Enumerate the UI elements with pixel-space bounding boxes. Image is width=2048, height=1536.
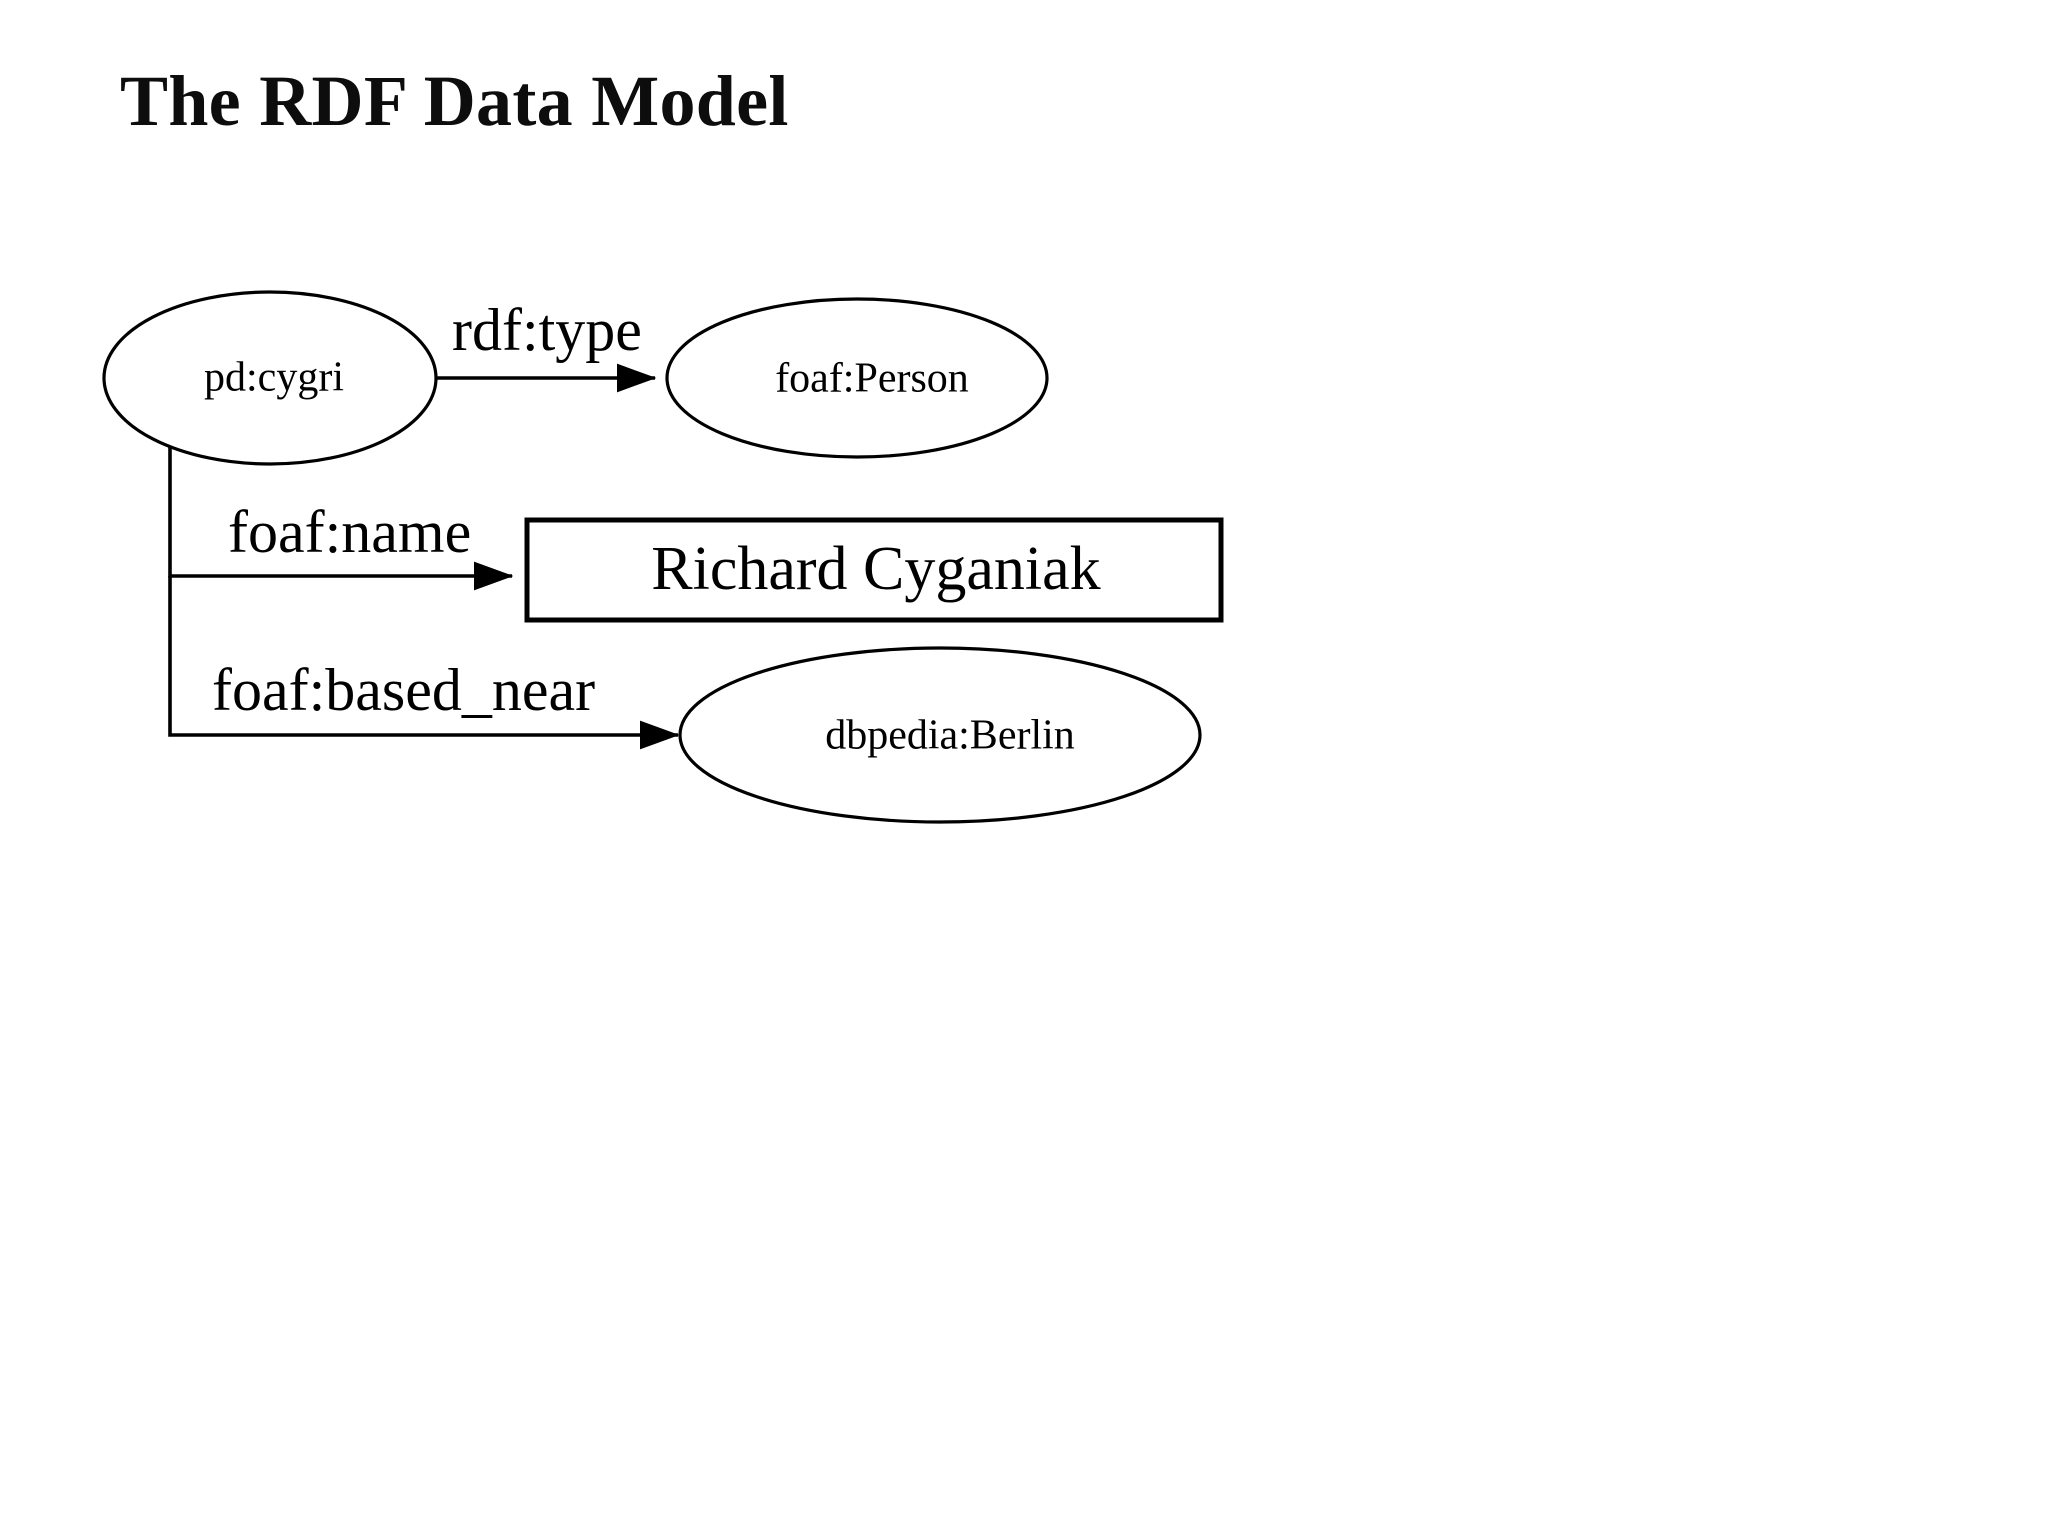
edge-foaf-based-near: foaf:based_near <box>168 576 680 750</box>
node-literal-richard-cyganiak[interactable]: Richard Cyganiak <box>524 517 1224 623</box>
node-dbpedia-berlin-ellipse[interactable] <box>678 646 1202 824</box>
node-pd-cygri-label: pd:cygri <box>204 355 344 401</box>
edge-foaf-based-near-line <box>168 576 680 750</box>
node-dbpedia-berlin[interactable]: dbpedia:Berlin <box>678 646 1202 824</box>
edge-rdf-type-label: rdf:type <box>452 297 642 363</box>
node-foaf-person[interactable]: foaf:Person <box>665 297 1049 459</box>
node-pd-cygri[interactable]: pd:cygri <box>102 290 438 466</box>
node-literal-rect[interactable] <box>524 517 1224 623</box>
edge-foaf-name-label: foaf:name <box>228 499 471 565</box>
edge-rdf-type: rdf:type <box>436 297 657 393</box>
node-dbpedia-berlin-label: dbpedia:Berlin <box>825 713 1075 759</box>
edge-foaf-based-near-label: foaf:based_near <box>212 657 595 723</box>
node-literal-label: Richard Cyganiak <box>651 535 1100 603</box>
node-foaf-person-label: foaf:Person <box>775 356 969 402</box>
node-pd-cygri-ellipse[interactable] <box>102 290 438 466</box>
page-title: The RDF Data Model <box>120 61 789 141</box>
edge-foaf-name: foaf:name <box>168 446 514 591</box>
node-foaf-person-ellipse[interactable] <box>665 297 1049 459</box>
